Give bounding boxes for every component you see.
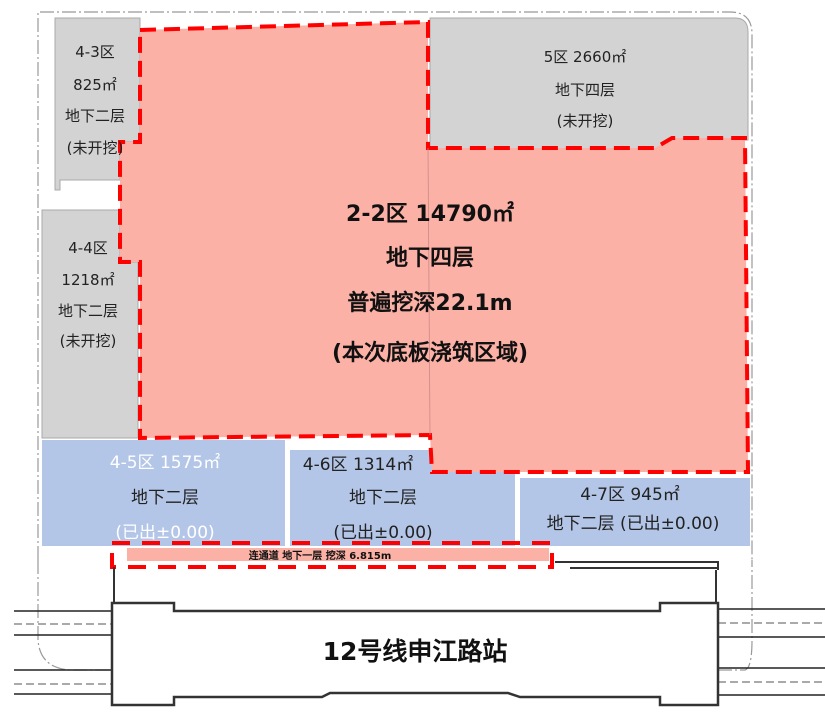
svg-text:地下二层: 地下二层 — [58, 302, 118, 320]
connector-label: 连通道 地下一层 挖深 6.815m — [249, 549, 392, 562]
svg-text:(未开挖): (未开挖) — [60, 332, 117, 350]
connector-fill — [127, 548, 549, 561]
zone-5-labels: 5区 2660㎡ 地下四层 (未开挖) — [544, 48, 627, 130]
rail-tracks — [14, 608, 825, 696]
svg-text:地下四层: 地下四层 — [386, 246, 474, 271]
svg-text:5区 2660㎡: 5区 2660㎡ — [544, 48, 627, 66]
svg-text:4-5区 1575㎡: 4-5区 1575㎡ — [110, 453, 220, 473]
zone-4-3-labels: 4-3区 825㎡ 地下二层 (未开挖) — [65, 43, 125, 157]
svg-text:普遍挖深22.1m: 普遍挖深22.1m — [347, 290, 512, 316]
svg-text:4-6区 1314㎡: 4-6区 1314㎡ — [303, 455, 413, 475]
station-label: 12号线申江路站 — [323, 637, 508, 666]
svg-text:4-7区 945㎡: 4-7区 945㎡ — [580, 485, 680, 505]
svg-text:2-2区 14790㎡: 2-2区 14790㎡ — [346, 201, 514, 227]
svg-text:(已出±0.00): (已出±0.00) — [115, 523, 214, 543]
zone-4-5 — [42, 440, 285, 546]
connector-boundary — [110, 541, 554, 569]
station-outline — [110, 601, 720, 707]
svg-text:地下四层: 地下四层 — [555, 81, 615, 99]
svg-text:地下二层: 地下二层 — [131, 488, 199, 508]
zone-4-6-labels: 4-6区 1314㎡ 地下二层 (已出±0.00) — [303, 455, 433, 543]
zone-4-5-labels: 4-5区 1575㎡ 地下二层 (已出±0.00) — [110, 453, 220, 543]
svg-text:(未开挖): (未开挖) — [67, 139, 124, 157]
zone-4-7 — [520, 478, 750, 546]
svg-text:(已出±0.00): (已出±0.00) — [333, 523, 432, 543]
svg-text:地下二层 (已出±0.00): 地下二层 (已出±0.00) — [547, 514, 720, 534]
svg-text:4-4区: 4-4区 — [68, 239, 108, 257]
connector-wall-right — [555, 561, 719, 570]
svg-text:地下二层: 地下二层 — [349, 488, 417, 508]
svg-text:(未开挖): (未开挖) — [557, 112, 614, 130]
svg-text:地下二层: 地下二层 — [65, 107, 125, 125]
zone-2-2-labels: 2-2区 14790㎡ 地下四层 普遍挖深22.1m (本次底板浇筑区域) — [332, 201, 528, 366]
site-boundary — [37, 11, 753, 560]
zone-4-4-labels: 4-4区 1218㎡ 地下二层 (未开挖) — [58, 239, 118, 350]
svg-text:1218㎡: 1218㎡ — [61, 271, 114, 289]
svg-text:4-3区: 4-3区 — [75, 43, 115, 61]
zone-2-2-inner-line — [427, 147, 431, 436]
svg-text:(本次底板浇筑区域): (本次底板浇筑区域) — [332, 340, 528, 366]
zone-2-2 — [118, 19, 751, 474]
zone-4-7-labels: 4-7区 945㎡ 地下二层 (已出±0.00) — [547, 485, 720, 534]
svg-text:825㎡: 825㎡ — [73, 76, 117, 94]
